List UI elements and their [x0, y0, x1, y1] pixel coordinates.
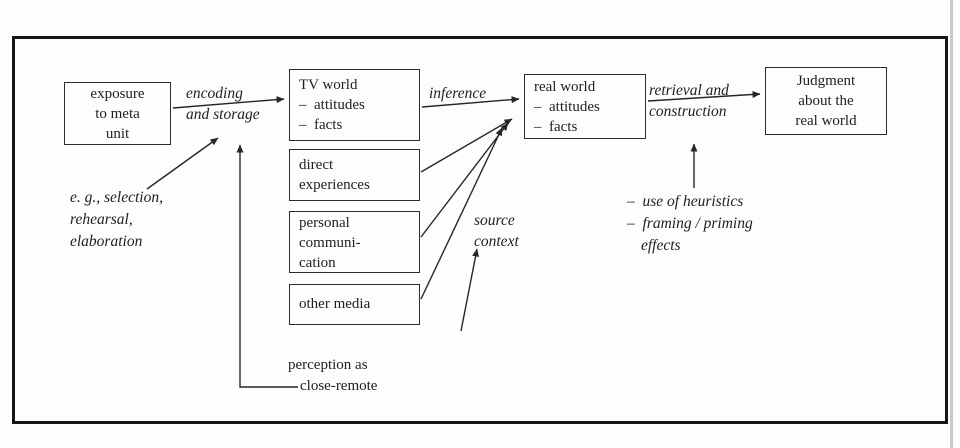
- box-line: – attitudes: [299, 97, 365, 113]
- arrow-personal-communication-to-real-world: [420, 122, 509, 238]
- box-line: TV world: [299, 77, 358, 93]
- label-line: – framing / priming: [627, 215, 753, 232]
- label-source-context: source context: [474, 210, 519, 252]
- arrow-perception-to-encoding: [236, 144, 298, 388]
- arrow-real-world-to-judgment: [647, 90, 761, 102]
- label-line: e. g., selection,: [70, 189, 163, 206]
- label-line: construction: [649, 103, 727, 120]
- label-line: effects: [641, 237, 681, 254]
- box-other-media: other media: [289, 284, 420, 325]
- box-line: other media: [299, 296, 371, 312]
- arrow-tv-world-to-real-world: [421, 96, 520, 108]
- label-inference: inference: [429, 83, 486, 104]
- label-eg-selection-rehearsal-elaboration: e. g., selection, rehearsal, elaboration: [70, 187, 163, 253]
- label-line: inference: [429, 85, 487, 102]
- box-line: exposure: [90, 86, 145, 102]
- label-retrieval-and-construction: retrieval and construction: [649, 80, 729, 122]
- arrow-selection-to-encoding: [146, 137, 219, 190]
- box-line: direct: [299, 157, 334, 173]
- label-line: retrieval and: [649, 82, 729, 99]
- box-line: – facts: [534, 119, 578, 135]
- box-line: personal: [299, 215, 350, 231]
- label-line: source: [474, 212, 515, 229]
- box-line: communi-: [299, 235, 361, 251]
- label-line: close-remote: [300, 378, 378, 394]
- label-line: context: [474, 233, 519, 250]
- label-line: – use of heuristics: [627, 193, 744, 210]
- label-line: elaboration: [70, 233, 143, 250]
- label-heuristics-framing-priming: – use of heuristics – framing / priming …: [627, 191, 753, 257]
- box-line: – facts: [299, 117, 343, 133]
- box-real-world: real world – attitudes – facts: [524, 74, 646, 139]
- box-line: to meta: [95, 106, 140, 122]
- arrow-exposure-to-tv-world: [172, 96, 285, 109]
- scan-edge-artifact: [950, 0, 953, 448]
- label-perception-close-remote: perception as close-remote: [288, 355, 377, 397]
- box-line: real world: [795, 113, 857, 129]
- arrow-source-context: [460, 248, 479, 332]
- box-exposure: exposure to meta unit: [64, 82, 171, 145]
- arrow-other-media-to-real-world: [420, 127, 503, 300]
- box-direct-experiences: direct experiences: [289, 149, 420, 201]
- box-personal-communication: personal communi- cation: [289, 211, 420, 273]
- label-line: encoding: [186, 85, 243, 102]
- box-line: about the: [798, 93, 854, 109]
- box-line: Judgment: [796, 73, 856, 89]
- label-line: and storage: [186, 106, 260, 123]
- box-line: experiences: [299, 177, 370, 193]
- arrow-direct-experiences-to-real-world: [420, 118, 513, 173]
- diagram-frame: [12, 36, 948, 424]
- box-line: cation: [299, 255, 336, 271]
- label-line: rehearsal,: [70, 211, 133, 228]
- box-tv-world: TV world – attitudes – facts: [289, 69, 420, 141]
- box-line: real world: [534, 79, 596, 95]
- label-line: perception as: [288, 357, 368, 373]
- box-judgment: Judgment about the real world: [765, 67, 887, 135]
- label-encoding-and-storage: encoding and storage: [186, 83, 260, 125]
- box-line: – attitudes: [534, 99, 600, 115]
- box-line: unit: [105, 126, 130, 142]
